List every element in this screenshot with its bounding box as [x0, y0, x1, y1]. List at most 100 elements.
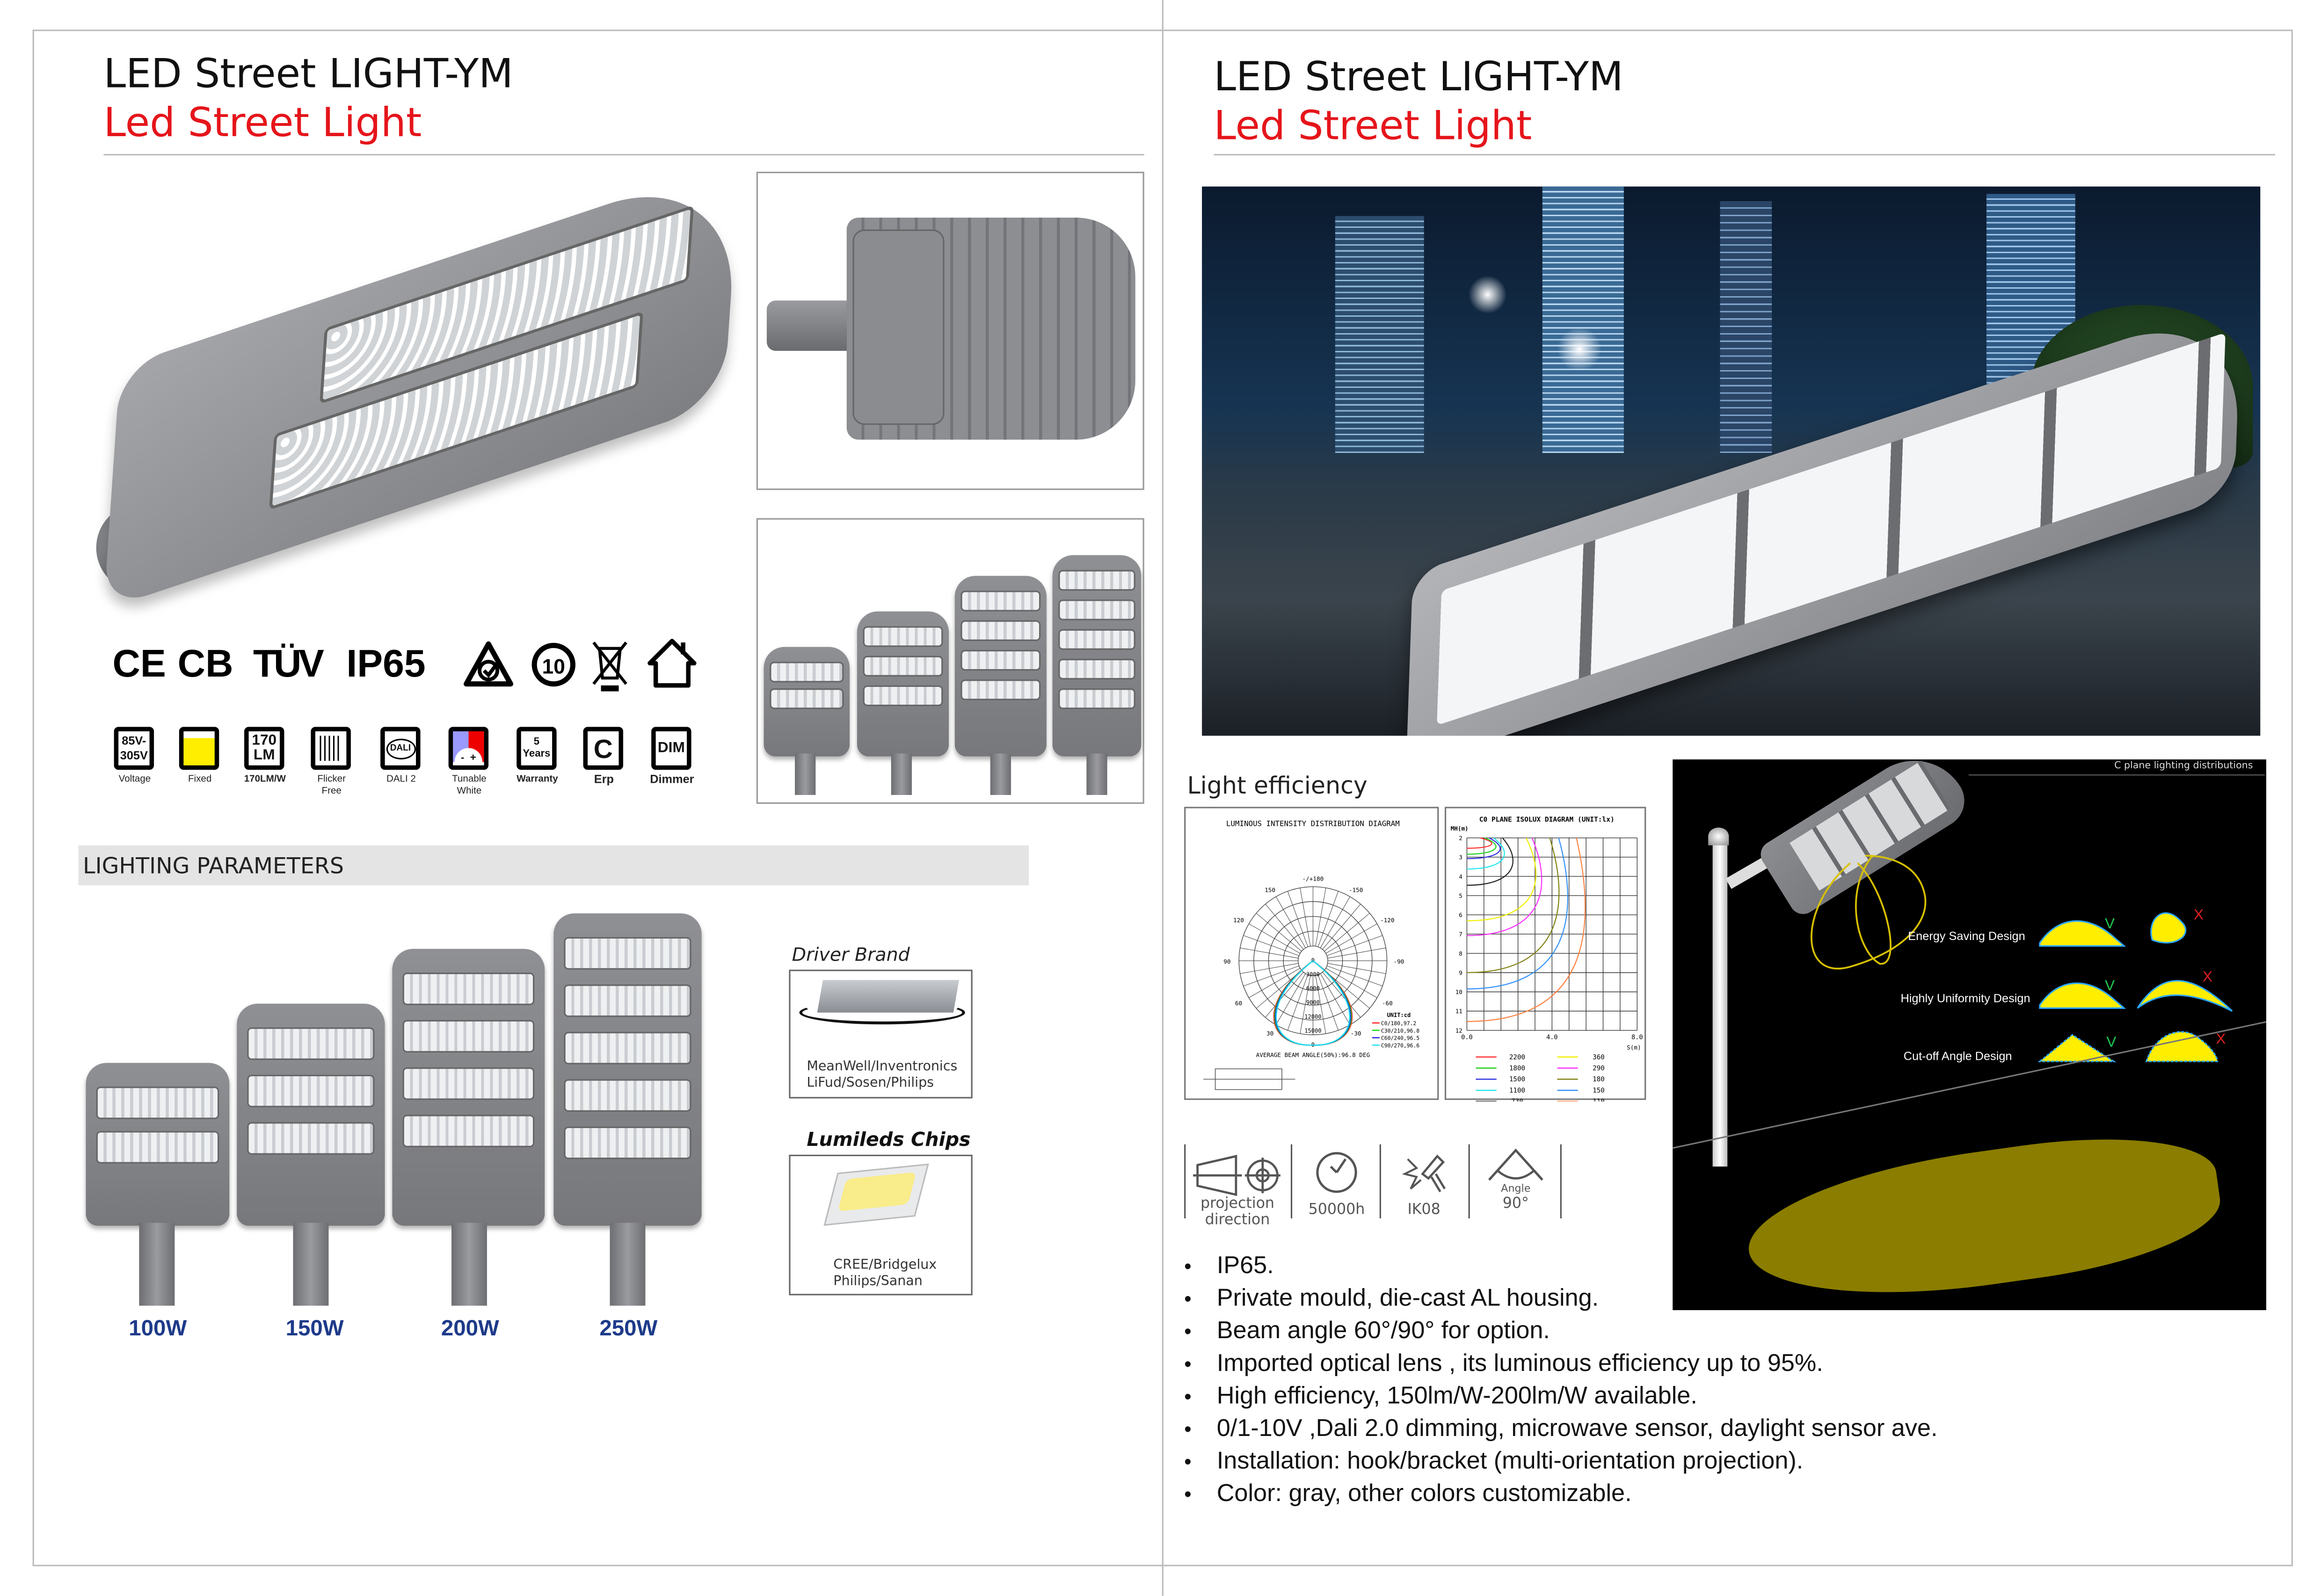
- chip-brands-line: Philips/Sanan: [833, 1275, 923, 1290]
- polar-diagram-box: LUMINOUS INTENSITY DISTRIBUTION DIAGRAM -…: [1184, 807, 1439, 1100]
- left-title: LED Street LIGHT-YM: [103, 51, 513, 98]
- feature-label: Voltage: [118, 774, 151, 785]
- street-lamp-glow: [1468, 275, 1507, 314]
- isolux-y-tick: 4: [1459, 873, 1462, 880]
- isolux-contour: [1467, 838, 1536, 922]
- isolux-contour: [1467, 837, 1492, 849]
- polar-title: LUMINOUS INTENSITY DISTRIBUTION DIAGRAM: [1226, 819, 1400, 828]
- left-subtitle: Led Street Light: [103, 101, 422, 147]
- isolux-contour: [1467, 837, 1505, 870]
- bullet-text: IP65.: [1216, 1252, 1274, 1279]
- lamp-200w-thumb: [954, 576, 1047, 757]
- lighting-parameters-heading: LIGHTING PARAMETERS: [83, 853, 344, 880]
- erp-icon: C: [583, 727, 624, 770]
- polar-spoke: [1320, 896, 1350, 948]
- isolux-x-tick: 4.0: [1546, 1034, 1558, 1041]
- pole-adapter: [766, 300, 856, 351]
- divider: [1184, 1144, 1186, 1218]
- feature-label: Flicker Free: [317, 774, 346, 797]
- 10-year-recycle-icon: 10: [531, 642, 575, 687]
- polar-spoke: [1243, 935, 1299, 956]
- bullet-text: Beam angle 60°/90° for option.: [1216, 1317, 1550, 1344]
- left-title-rule: [103, 154, 1144, 156]
- lighting-parameters-bar: LIGHTING PARAMETERS: [78, 845, 1029, 886]
- chip-brands-line: CREE/Bridgelux: [833, 1258, 937, 1273]
- polar-angle-label: 90: [1223, 958, 1230, 965]
- lamp-neck: [451, 1223, 487, 1306]
- distribution-title: C plane lighting distributions: [2114, 759, 2253, 772]
- dali-icon: DALI: [380, 727, 421, 770]
- isolux-legend-value: 1800: [1509, 1064, 1525, 1072]
- lamp-250w-thumb: [1052, 555, 1142, 757]
- polar-spoke: [1324, 913, 1370, 952]
- polar-spoke: [1265, 972, 1304, 1018]
- isolux-y-tick: 10: [1455, 989, 1462, 996]
- bullet-item: Color: gray, other colors customizable.: [1184, 1480, 1631, 1509]
- right-title: LED Street LIGHT-YM: [1214, 55, 1623, 101]
- driver-brands-line: LiFud/Sosen/Philips: [807, 1076, 934, 1091]
- polar-spoke: [1315, 888, 1326, 947]
- bullet-item: Imported optical lens , its luminous eff…: [1184, 1350, 1823, 1378]
- pole-cap: [1708, 827, 1729, 845]
- polar-spoke: [1325, 968, 1377, 998]
- lamp-neck: [293, 1223, 329, 1306]
- bullet-text: Imported optical lens , its luminous eff…: [1216, 1350, 1823, 1377]
- isolux-legend-value: 2200: [1509, 1054, 1525, 1061]
- driver-cable: [799, 1000, 965, 1025]
- isolux-contour: [1467, 837, 1497, 855]
- polar-spoke: [1326, 935, 1383, 956]
- feature-label: Dimmer: [650, 772, 694, 787]
- model-250w-label: 250W: [599, 1316, 658, 1341]
- isolux-legend-value: 110: [1593, 1098, 1605, 1101]
- angle-sublabel: Angle: [1501, 1182, 1531, 1195]
- feature-label: Fixed: [188, 774, 212, 785]
- polar-spoke: [1322, 972, 1361, 1018]
- polar-spoke: [1287, 891, 1309, 947]
- isolux-legend-value: 180: [1593, 1076, 1605, 1083]
- spec-icons-row: projection direction 50000h IK08 Angle 9…: [1184, 1144, 1563, 1233]
- cb-mark: CB: [177, 641, 233, 685]
- isolux-x-tick: 8.0: [1631, 1034, 1643, 1041]
- polar-angle-label: -120: [1380, 917, 1394, 924]
- polar-angle-label: 120: [1233, 917, 1244, 924]
- ip65-mark: IP65: [346, 641, 426, 685]
- bullet-text: Private mould, die-cast AL housing.: [1216, 1285, 1599, 1312]
- lamp-200w: [392, 949, 545, 1226]
- divider: [1468, 1144, 1470, 1218]
- polar-legend-label: C0/180,97.2: [1381, 1020, 1416, 1027]
- flicker-free-icon: [311, 727, 351, 770]
- isolux-y-tick: 5: [1459, 892, 1462, 899]
- bullet-item: High efficiency, 150lm/W-200lm/W availab…: [1184, 1383, 1697, 1411]
- lamp-neck: [795, 753, 816, 795]
- cutoff-label: Cut-off Angle Design: [1903, 1049, 2012, 1063]
- energy-saving-label: Energy Saving Design: [1908, 929, 2025, 943]
- clock-icon: [1316, 1152, 1357, 1193]
- good-mark: V: [2106, 1033, 2116, 1050]
- isolux-x-label: S(m): [1627, 1044, 1641, 1051]
- impact-hammer-icon: [1402, 1154, 1446, 1193]
- divider: [1379, 1144, 1381, 1218]
- feature-label: Erp: [594, 772, 614, 787]
- building: [1335, 216, 1424, 453]
- warranty-icon: 5 Years: [517, 727, 557, 770]
- feature-label: Tunable White: [452, 774, 487, 797]
- polar-spoke: [1322, 904, 1361, 950]
- driver-brands-line: MeanWell/Inventronics: [807, 1060, 958, 1075]
- lamp-neck: [891, 753, 912, 795]
- driver-cover: [852, 229, 945, 425]
- bullet-item: Beam angle 60°/90° for option.: [1184, 1317, 1550, 1346]
- isolux-contour: [1467, 838, 1586, 1022]
- polar-ring-label: 3000: [1306, 971, 1320, 978]
- polar-angle-label: 30: [1266, 1030, 1273, 1037]
- building: [1542, 186, 1624, 453]
- isolux-y-tick: 8: [1459, 950, 1462, 957]
- isolux-x-tick: 0.0: [1461, 1034, 1473, 1041]
- model-200w-label: 200W: [441, 1316, 499, 1341]
- bullet-item: Private mould, die-cast AL housing.: [1184, 1285, 1599, 1313]
- voltage-icon: 85V- 305V: [114, 727, 154, 770]
- polar-spoke: [1327, 963, 1386, 974]
- isolux-title: C0 PLANE ISOLUX DIAGRAM (UNIT:lx): [1479, 816, 1615, 824]
- isolux-legend-value: 730: [1511, 1098, 1523, 1101]
